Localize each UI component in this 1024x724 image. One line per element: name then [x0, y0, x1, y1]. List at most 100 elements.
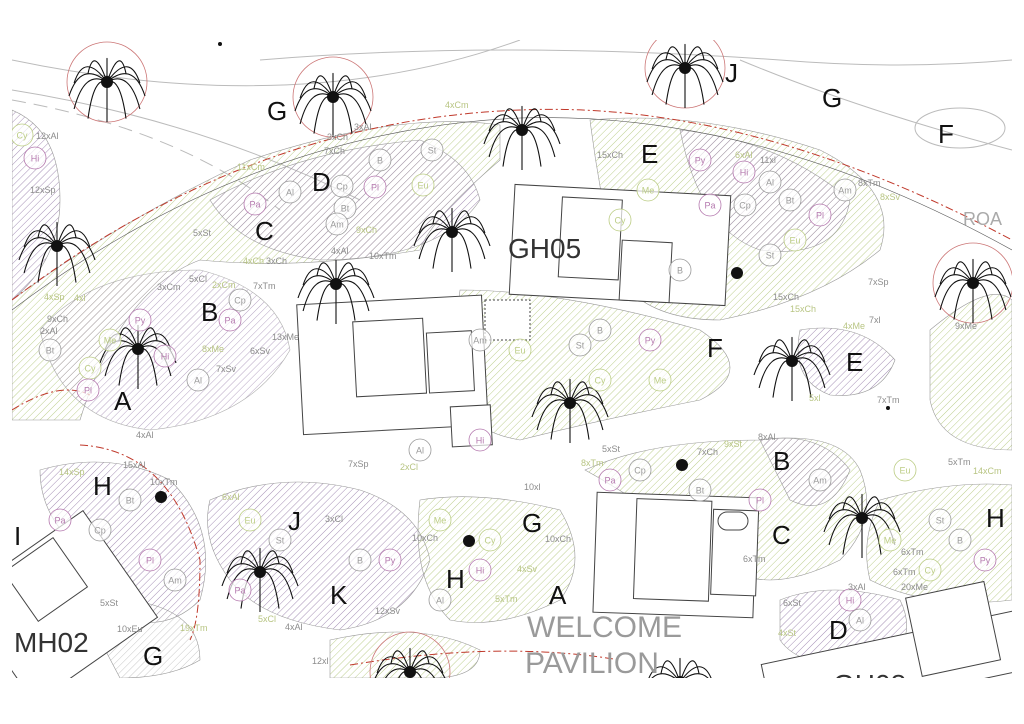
plant-label: 11xl [760, 155, 776, 165]
plant-label: 15xCh [773, 292, 799, 302]
zone-letter: E [846, 347, 863, 377]
plant-label: 5xSt [193, 228, 212, 238]
plant-label: 4xCh [243, 256, 264, 266]
plant-label: 7xSp [348, 459, 369, 469]
plant-label: 7xSp [868, 277, 889, 287]
plant-label: 10xCh [545, 534, 571, 544]
zone-letter: D [312, 167, 331, 197]
plant-code-marker: Hi [468, 428, 492, 452]
tree-marker-icon [886, 406, 890, 410]
plant-code-marker: Pa [598, 468, 622, 492]
plant-label: 8xTm [581, 458, 604, 468]
palm-tree-icon [221, 548, 299, 612]
plant-label: 6xSt [783, 598, 802, 608]
plant-code: B [677, 266, 683, 276]
plant-code: Bt [341, 204, 350, 214]
plant-label: 3xCm [157, 282, 181, 292]
plant-code-marker: Pa [218, 308, 242, 332]
plant-label: 19xTm [180, 623, 208, 633]
plant-code-marker: Cy [608, 208, 632, 232]
plant-code-marker: Me [428, 508, 452, 532]
plant-code-marker: B [348, 548, 372, 572]
plant-code-marker: Hi [23, 146, 47, 170]
plant-code: Eu [514, 346, 525, 356]
zone-letter: C [772, 520, 791, 550]
plant-label: 10xTm [369, 251, 397, 261]
palm-tree-icon [648, 658, 712, 678]
plant-code: Bt [696, 486, 705, 496]
plant-code-marker: Cp [628, 458, 652, 482]
plant-code: Cp [336, 182, 348, 192]
plant-label: 7xCh [697, 447, 718, 457]
plant-code: B [377, 156, 383, 166]
plant-label: 8xSv [880, 192, 901, 202]
zone-letter: G [143, 641, 163, 671]
plant-code: Pl [371, 183, 379, 193]
plant-code: Cp [739, 201, 751, 211]
plant-code: Al [416, 446, 424, 456]
plant-code: St [276, 536, 285, 546]
plant-code-marker: St [420, 138, 444, 162]
zone-letter: C [255, 216, 274, 246]
plant-code: Am [813, 476, 827, 486]
plant-label: 20xMe [901, 582, 928, 592]
plant-code-marker: B [588, 318, 612, 342]
plant-code-marker: Am [468, 328, 492, 352]
road-lines [12, 40, 1012, 211]
plant-code: Pa [704, 201, 715, 211]
plant-code-marker: Py [688, 148, 712, 172]
plant-code-marker: Al [428, 588, 452, 612]
palm-tree-icon [369, 631, 451, 678]
plant-code: Hi [846, 596, 855, 606]
welcome-label-line1: WELCOME [527, 611, 682, 644]
palm-tree-icon [297, 260, 375, 324]
plant-code-marker: Me [636, 178, 660, 202]
plant-label: 9xCh [356, 225, 377, 235]
plant-label: 5xSt [602, 444, 621, 454]
plant-code-marker: Eu [893, 458, 917, 482]
palm-tree-icon [644, 40, 726, 109]
plant-label: 15xCh [790, 304, 816, 314]
zone-letter: G [822, 83, 842, 113]
building-gh08 [760, 580, 1012, 678]
plant-code-marker: Bt [688, 478, 712, 502]
plant-code-marker: Bt [778, 188, 802, 212]
palm-tree-icon [483, 106, 561, 170]
building-label-mh02: MH02 [14, 627, 89, 658]
plant-label: 4xAl [331, 246, 349, 256]
palm-tree-icon [292, 56, 374, 138]
plant-code: Hi [476, 436, 485, 446]
plant-label: 14xSp [59, 467, 85, 477]
plant-code-marker: Al [186, 368, 210, 392]
road-label: ROA [963, 209, 1002, 229]
plant-code: Am [168, 576, 182, 586]
plant-label: 4xCm [445, 100, 469, 110]
plant-code-marker: Bt [38, 338, 62, 362]
palm-tree-icon [531, 379, 609, 443]
tree-markers [155, 42, 890, 547]
plant-label: 2xCm [212, 280, 236, 290]
plant-code: Pl [756, 496, 764, 506]
plant-code-marker: Cy [588, 368, 612, 392]
plant-code: Cy [925, 566, 936, 576]
plant-code: Al [856, 616, 864, 626]
plant-code: Cp [94, 526, 106, 536]
plant-code-marker: Py [378, 548, 402, 572]
plant-code: Pa [604, 476, 615, 486]
plant-code-marker: Am [808, 468, 832, 492]
plant-code: Py [645, 336, 656, 346]
plant-code-marker: Eu [238, 508, 262, 532]
plant-label: 15xAl [123, 460, 146, 470]
zone-letter: K [330, 580, 348, 610]
plant-code-marker: Pl [363, 175, 387, 199]
plant-label: 3xAl [354, 122, 372, 132]
plant-label: 2xCl [400, 462, 418, 472]
plant-code-marker: Me [648, 368, 672, 392]
plant-label: 12xAl [36, 131, 59, 141]
plant-label: 11xCm [237, 162, 265, 172]
zone-letter: J [288, 506, 301, 536]
plant-code: Pl [84, 386, 92, 396]
plant-code: Pa [234, 586, 245, 596]
zone-letter: D [829, 615, 848, 645]
